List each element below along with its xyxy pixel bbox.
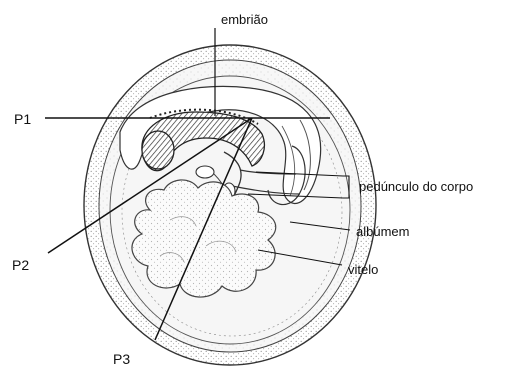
p3-label: P3 [113, 352, 130, 366]
p2-label: P2 [12, 258, 29, 272]
body-stalk-label: pedúnculo do corpo [359, 180, 473, 193]
yolk-label: vitelo [348, 263, 378, 276]
albumen-label: albúmem [356, 225, 409, 238]
embryo-label: embrião [221, 13, 268, 26]
yolk-sac [132, 180, 276, 297]
p1-label: P1 [14, 112, 31, 126]
